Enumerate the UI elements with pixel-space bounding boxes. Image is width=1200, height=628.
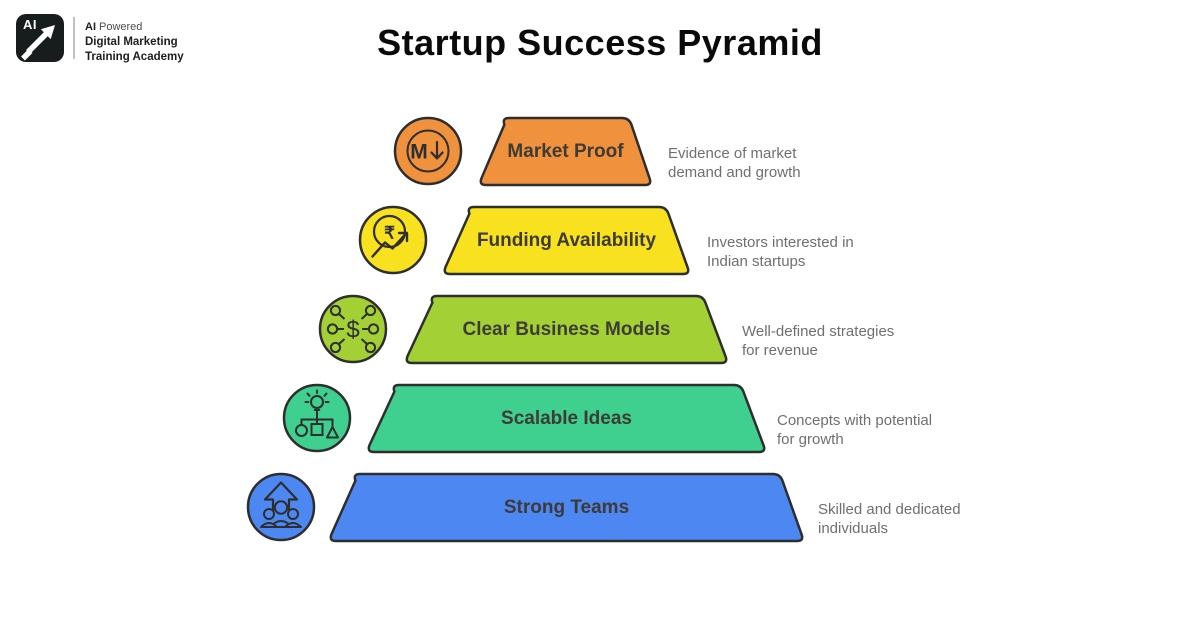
tier-description: Skilled and dedicated individuals	[818, 501, 961, 537]
logo-name-line2: Training Academy	[85, 51, 184, 63]
page-title: Startup Success Pyramid	[377, 22, 823, 63]
tier-shape	[367, 383, 766, 454]
icon-glyph: $	[346, 317, 359, 344]
clear-business-models-icon: $	[318, 294, 388, 364]
tier-shape	[329, 472, 804, 543]
bulb-flowchart-icon	[295, 389, 339, 439]
tier-label: Market Proof	[507, 140, 624, 162]
up-arrow-icon	[263, 481, 299, 513]
logo-badge: AI	[16, 14, 64, 62]
logo-divider	[73, 17, 75, 59]
tier-strong-teams: Strong Teams	[326, 471, 807, 544]
tier-label: Clear Business Models	[462, 318, 671, 340]
funding-availability-icon: ₹	[358, 205, 428, 275]
tier-clear-business-models: Clear Business Models	[402, 293, 731, 366]
trend-arrow-icon	[371, 231, 409, 258]
tier-description: Evidence of market demand and growth	[668, 145, 801, 181]
logo-badge-text: AI	[23, 17, 37, 32]
down-arrow-icon	[430, 140, 444, 160]
tier-label: Strong Teams	[503, 496, 630, 518]
tier-shape	[405, 294, 728, 365]
tier-description: Well-defined strategies for revenue	[742, 323, 895, 359]
logo-name-line1: Digital Marketing	[85, 36, 178, 48]
tier-description: Concepts with potential for growth	[777, 412, 933, 448]
network-nodes-icon	[326, 304, 380, 354]
growth-arrow-icon	[21, 25, 55, 61]
icon-glyph: M	[410, 141, 428, 164]
tier-scalable-ideas: Scalable Ideas	[364, 382, 769, 455]
tier-description: Investors interested in Indian startups	[707, 234, 854, 270]
tier-funding-availability: Funding Availability	[440, 204, 693, 277]
tier-shape	[443, 205, 690, 276]
people-icon	[260, 500, 302, 528]
scalable-ideas-icon	[282, 383, 352, 453]
tier-label: Scalable Ideas	[501, 407, 632, 429]
tier-label: Funding Availability	[476, 229, 657, 251]
market-proof-icon: M	[393, 116, 463, 186]
strong-teams-icon	[246, 472, 316, 542]
tier-shape	[479, 116, 652, 187]
tier-market-proof: Market Proof	[476, 115, 655, 188]
icon-glyph: ₹	[384, 224, 395, 243]
